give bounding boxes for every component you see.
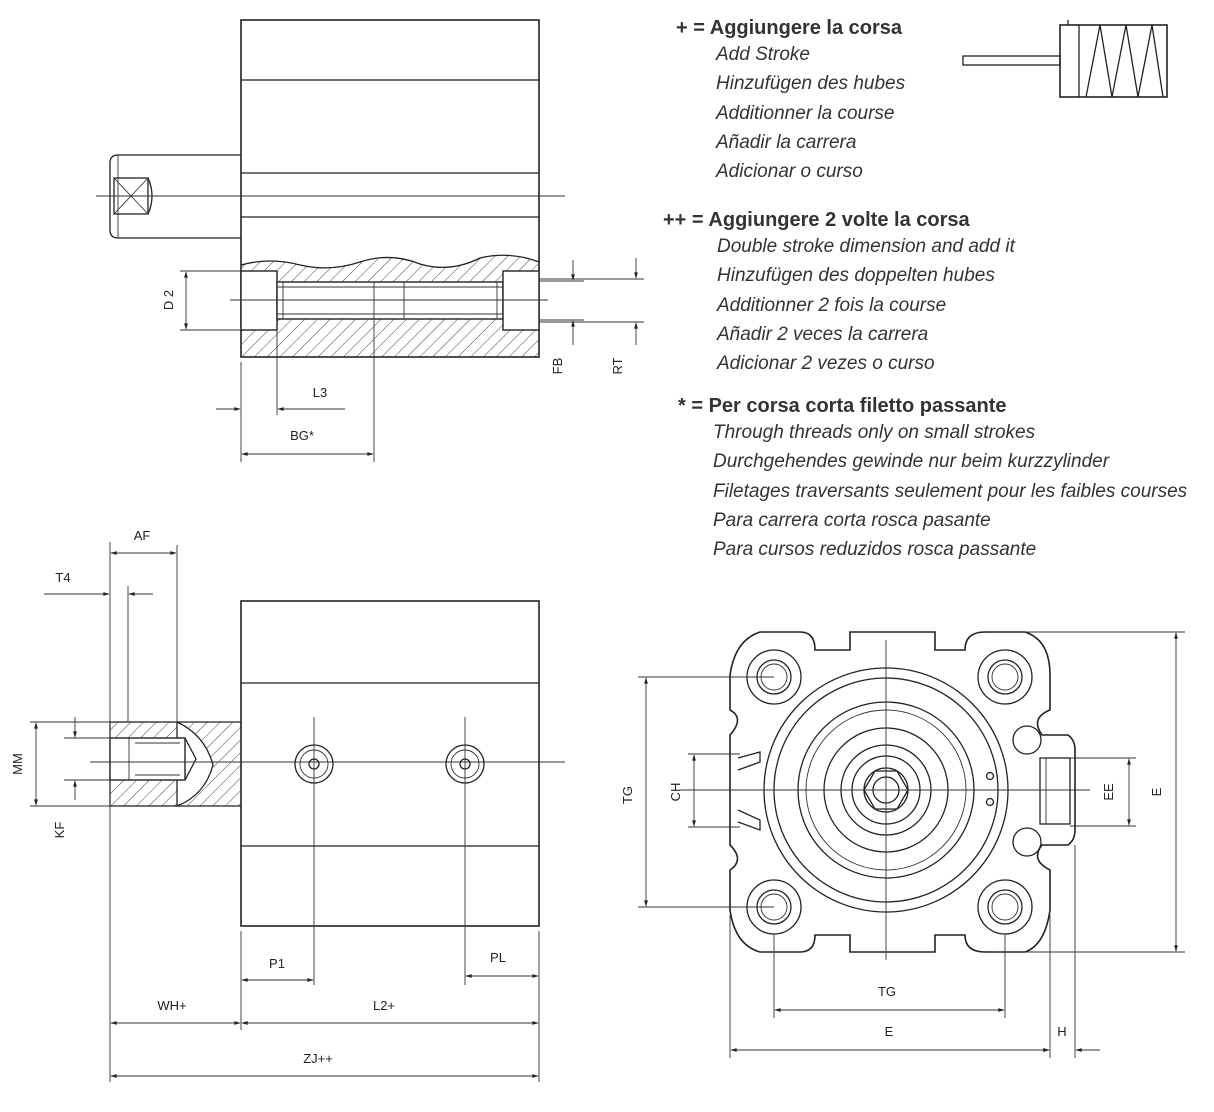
dim-fb-label: FB — [550, 358, 565, 375]
end-view: TG CH EE E TG E H — [620, 631, 1185, 1058]
dim-zj-label: ZJ++ — [303, 1051, 333, 1066]
legend-heading: Per corsa corta filetto passante — [708, 395, 1007, 417]
dim-p1-label: P1 — [269, 956, 285, 971]
legend-line: Para carrera corta rosca pasante — [713, 509, 991, 531]
dim-l3-label: L3 — [313, 385, 327, 400]
dim-kf-label: KF — [52, 822, 67, 839]
dim-ee-label: EE — [1101, 783, 1116, 801]
top-view: D 2 FB RT L3 BG* — [96, 19, 644, 462]
legend-line: Filetages traversants seulement pour les… — [713, 480, 1188, 502]
bolt-hole-icon — [977, 879, 1033, 935]
dim-h-label: H — [1057, 1024, 1066, 1039]
dim-mm-label: MM — [10, 753, 25, 775]
legend-line: Adicionar 2 vezes o curso — [717, 353, 935, 375]
dim-e-horizontal-label: E — [885, 1024, 894, 1039]
bolt-hole-icon — [977, 649, 1033, 705]
legend-symbol: + — [676, 17, 688, 39]
dim-tg-horizontal-label: TG — [878, 984, 896, 999]
legend-through-threads: * = Per corsa corta filetto passante Thr… — [678, 395, 1187, 564]
dim-wh-label: WH+ — [157, 998, 186, 1013]
legend-line: Añadir 2 veces la carrera — [717, 323, 929, 345]
legend-add-stroke: + = Aggiungere la corsa Add Stroke Hinzu… — [676, 17, 905, 186]
legend-double-stroke: ++ = Aggiungere 2 volte la corsa Double … — [663, 209, 1015, 378]
legend-symbol: ++ — [663, 209, 687, 231]
legend-line: Through threads only on small strokes — [713, 422, 1036, 443]
legend-line: Añadir la carrera — [716, 131, 857, 153]
spring-cylinder-symbol-icon — [962, 20, 1168, 98]
legend-line: Adicionar o curso — [716, 161, 863, 183]
dim-ch-label: CH — [668, 783, 683, 802]
dim-e-vertical-label: E — [1149, 787, 1164, 796]
dim-d2-label: D 2 — [161, 290, 176, 310]
legend-line: Double stroke dimension and add it — [717, 236, 1015, 257]
side-view: AF T4 MM KF P1 PL WH+ L2+ ZJ++ — [10, 528, 565, 1082]
dim-pl-label: PL — [490, 950, 506, 965]
legend-line: Para cursos reduzidos rosca passante — [713, 539, 1037, 561]
dim-t4-label: T4 — [55, 570, 70, 585]
dim-l2-label: L2+ — [373, 998, 395, 1013]
legend-heading: Aggiungere la corsa — [709, 17, 903, 39]
dim-tg-vertical-label: TG — [620, 786, 635, 804]
legend-line: Hinzufügen des hubes — [716, 73, 906, 95]
legend-line: Additionner la course — [716, 102, 895, 124]
dim-bg-label: BG* — [290, 428, 314, 443]
legend-line: Hinzufügen des doppelten hubes — [717, 265, 995, 287]
legend-line: Durchgehendes gewinde nur beim kurzzylin… — [713, 451, 1110, 473]
legend-line: Additionner 2 fois la course — [717, 294, 947, 316]
dim-af-label: AF — [134, 528, 151, 543]
dim-rt-label: RT — [610, 357, 625, 374]
legend-heading: Aggiungere 2 volte la corsa — [708, 209, 970, 231]
legend-line: Add Stroke — [716, 44, 810, 65]
legend-symbol: * — [678, 395, 686, 417]
